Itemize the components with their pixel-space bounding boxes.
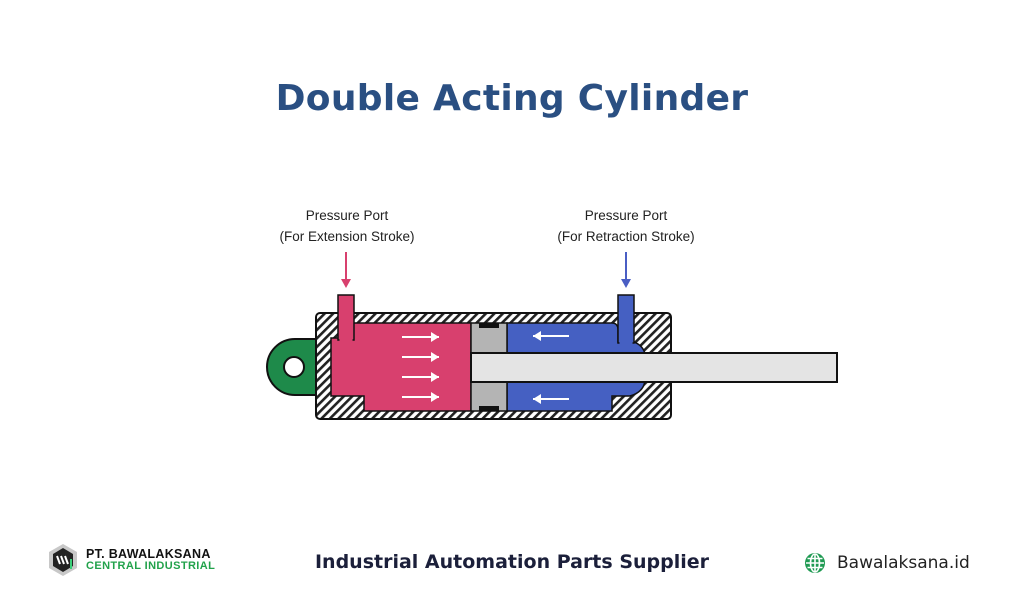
retraction-flow-arrow bbox=[533, 331, 569, 341]
retraction-port-label-line2: (For Retraction Stroke) bbox=[557, 229, 695, 244]
tagline: Industrial Automation Parts Supplier bbox=[314, 551, 710, 573]
retraction-port-arrow bbox=[621, 252, 631, 288]
extension-port-label-line2: (For Extension Stroke) bbox=[279, 229, 415, 244]
extension-flow-arrow bbox=[402, 332, 439, 342]
company-logo-icon bbox=[49, 544, 77, 576]
extension-port-label-line1: Pressure Port bbox=[305, 208, 389, 223]
extension-flow-arrow bbox=[402, 372, 439, 382]
rear-mount-eye bbox=[266, 338, 321, 396]
company-logo: PT. BAWALAKSANA CENTRAL INDUSTRIAL bbox=[46, 543, 215, 577]
retraction-flow-arrow bbox=[533, 394, 569, 404]
company-subtitle: CENTRAL INDUSTRIAL bbox=[86, 560, 216, 572]
extension-port-arrow bbox=[341, 252, 351, 288]
extension-flow-arrow bbox=[402, 392, 439, 402]
company-name: PT. BAWALAKSANA bbox=[86, 547, 211, 561]
piston-seal-bottom bbox=[479, 406, 499, 411]
retraction-port-label-line1: Pressure Port bbox=[584, 208, 668, 223]
website-text: Bawalaksana.id bbox=[837, 553, 970, 573]
piston-rod bbox=[470, 352, 838, 383]
page-title: Double Acting Cylinder bbox=[275, 78, 749, 119]
globe-icon bbox=[805, 553, 825, 573]
retraction-port-label: Pressure Port (For Retraction Stroke) bbox=[536, 205, 716, 247]
retraction-flow-arrows bbox=[533, 331, 569, 404]
extension-flow-arrow bbox=[402, 352, 439, 362]
extension-flow-arrows bbox=[402, 332, 439, 402]
extension-port-label: Pressure Port (For Extension Stroke) bbox=[262, 205, 432, 247]
piston-seal-top bbox=[479, 323, 499, 328]
website-link[interactable]: Bawalaksana.id bbox=[803, 551, 970, 575]
